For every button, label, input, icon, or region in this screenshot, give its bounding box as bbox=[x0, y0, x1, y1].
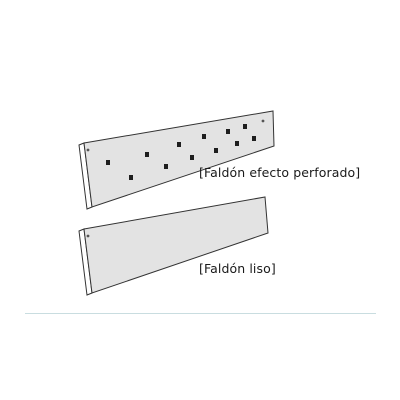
perforation-square bbox=[145, 152, 149, 157]
mounting-hole bbox=[86, 148, 90, 152]
perforation-square bbox=[252, 136, 256, 141]
perforation-square bbox=[226, 129, 230, 134]
perforation-squares bbox=[106, 124, 256, 180]
caption-perforated-skirt: [Faldón efecto perforado] bbox=[199, 165, 361, 180]
perforation-square bbox=[214, 148, 218, 153]
mounting-hole bbox=[86, 234, 90, 238]
perforation-square bbox=[190, 155, 194, 160]
perforation-square bbox=[177, 142, 181, 147]
perforation-square bbox=[202, 134, 206, 139]
perforation-square bbox=[235, 141, 239, 146]
caption-plain-skirt: [Faldón liso] bbox=[199, 261, 276, 276]
perforated-panel bbox=[78, 110, 275, 210]
divider bbox=[25, 313, 376, 314]
plain-panel-face bbox=[83, 196, 269, 294]
perforation-square bbox=[129, 175, 133, 180]
mounting-hole bbox=[261, 119, 265, 123]
perforation-square bbox=[164, 164, 168, 169]
perforated-panel-face bbox=[83, 110, 275, 208]
perforation-square bbox=[243, 124, 247, 129]
plain-panel bbox=[78, 196, 269, 296]
perforation-square bbox=[106, 160, 110, 165]
